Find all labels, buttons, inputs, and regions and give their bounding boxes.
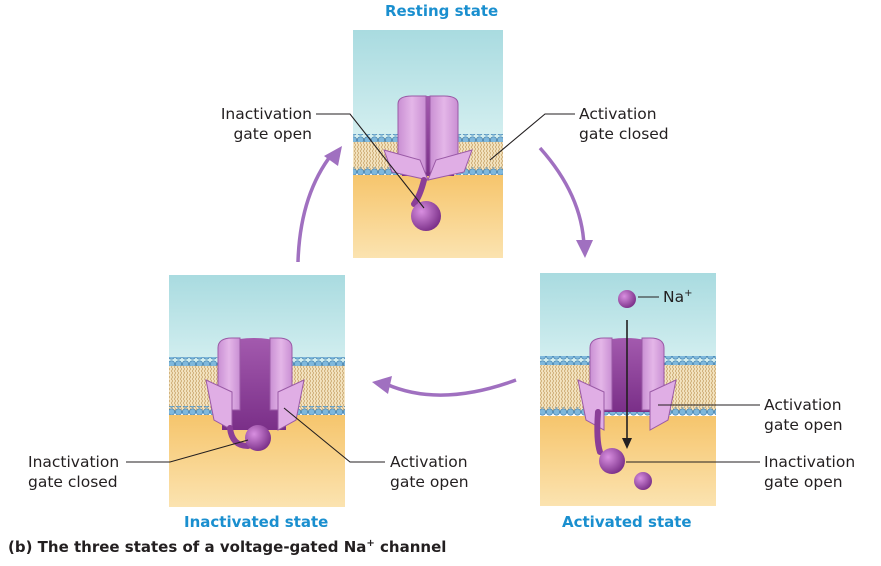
- sodium-ion: [634, 472, 652, 490]
- label-line: Inactivation: [220, 105, 312, 123]
- ion-symbol: Na: [663, 288, 685, 306]
- activated-panel: [540, 273, 716, 506]
- resting-activation-gate-label: Activation gate closed: [579, 104, 669, 144]
- label-line: Activation: [390, 453, 468, 471]
- label-line: gate open: [764, 473, 843, 491]
- inactivated-state-title: Inactivated state: [184, 513, 329, 531]
- sodium-ion-label: Na+: [663, 288, 692, 306]
- cycle-arrows: [296, 146, 593, 397]
- activated-inactivation-gate-label: Inactivation gate open: [764, 452, 855, 492]
- inactivated-channel: [205, 337, 305, 451]
- resting-state-title: Resting state: [385, 2, 499, 20]
- inactivation-gate-ball: [245, 425, 271, 451]
- inactivated-activation-gate-label: Activation gate open: [390, 452, 469, 492]
- inactivated-inactivation-gate-label: Inactivation gate closed: [28, 452, 119, 492]
- sodium-ion: [618, 290, 636, 308]
- label-line: Inactivation: [28, 453, 120, 471]
- caption-charge: +: [366, 538, 375, 549]
- label-line: Activation: [579, 105, 657, 123]
- resting-inactivation-gate-label: Inactivation gate open: [208, 104, 312, 144]
- label-line: gate open: [233, 125, 312, 143]
- resting-channel: [383, 95, 473, 231]
- activated-channel: [577, 290, 677, 490]
- caption-tail: channel: [374, 538, 447, 556]
- label-line: gate closed: [28, 473, 118, 491]
- arrow-activated-to-inactivated: [385, 378, 517, 397]
- activated-state-title: Activated state: [562, 513, 692, 531]
- ion-charge: +: [684, 288, 693, 299]
- caption-text: (b) The three states of a voltage-gated …: [8, 538, 367, 556]
- resting-panel: [353, 30, 503, 258]
- label-line: gate open: [390, 473, 469, 491]
- arrow-inactivated-to-resting: [296, 152, 334, 263]
- figure-caption: (b) The three states of a voltage-gated …: [8, 538, 446, 556]
- label-line: gate closed: [579, 125, 669, 143]
- label-line: Activation: [764, 396, 842, 414]
- inactivation-gate-ball: [599, 448, 625, 474]
- activated-activation-gate-label: Activation gate open: [764, 395, 843, 435]
- inactivation-gate-ball: [411, 201, 441, 231]
- label-line: Inactivation: [764, 453, 856, 471]
- label-line: gate open: [764, 416, 843, 434]
- inactivated-panel: [169, 275, 345, 507]
- leader-lines: [126, 113, 760, 463]
- arrow-resting-to-activated: [538, 146, 586, 247]
